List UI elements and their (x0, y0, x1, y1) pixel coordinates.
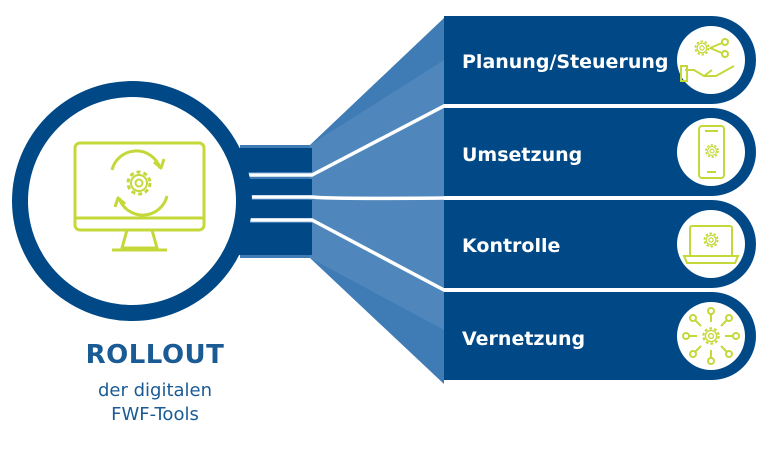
pill-icon-circle (677, 210, 745, 278)
rollout-subtitle-line-1: der digitalen (97, 380, 213, 401)
center-circle-inner (28, 97, 236, 305)
pill-icon-circle (677, 302, 745, 370)
pill-vernetzung: Vernetzung (444, 292, 756, 380)
network-gear-icon (682, 307, 740, 365)
pill-label: Umsetzung (462, 144, 582, 166)
rollout-subtitle-line-2: FWF-Tools (111, 404, 199, 425)
monitor-sync-gear-icon (73, 141, 206, 252)
rollout-title: ROLLOUT (85, 340, 225, 370)
smartphone-gear-icon (698, 125, 725, 179)
pill-kontrolle: Kontrolle (444, 200, 756, 288)
separator-lines (232, 104, 712, 292)
pill-umsetzung: Umsetzung (444, 108, 756, 196)
hand-gears-icon (680, 38, 735, 82)
pill-label: Planung/Steuerung (462, 51, 668, 73)
pill-label: Vernetzung (462, 328, 585, 350)
laptop-gear-icon (682, 225, 740, 264)
pill-label: Kontrolle (462, 235, 560, 257)
funnel-highlight (310, 60, 444, 330)
connector-bars (236, 148, 312, 255)
pill-planung-steuerung: Planung/Steuerung (444, 16, 756, 104)
pill-icon-circle (677, 26, 745, 94)
